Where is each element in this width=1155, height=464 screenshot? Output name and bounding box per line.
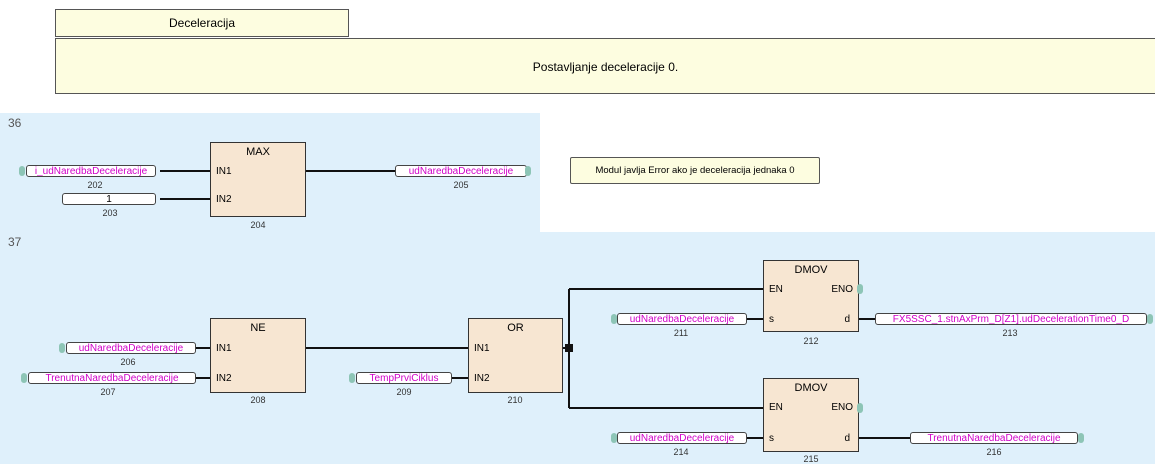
connector-dot <box>19 166 25 176</box>
element-number: 211 <box>673 328 689 338</box>
function-block-max[interactable]: MAX IN1 IN2 <box>210 142 306 217</box>
pin-label: IN2 <box>216 373 232 384</box>
pin-label: s <box>769 314 774 325</box>
connector-dot <box>611 433 617 443</box>
pin-label: IN2 <box>474 373 490 384</box>
function-block-or[interactable]: OR IN1 IN2 <box>468 318 563 393</box>
pin-label: IN1 <box>216 166 232 177</box>
element-number: 212 <box>803 336 819 346</box>
variable-output[interactable]: FX5SSC_1.stnAxPrm_D[Z1].udDecelerationTi… <box>875 313 1147 325</box>
element-number: 204 <box>250 220 266 230</box>
variable-output[interactable]: TrenutnaNaredbaDeceleracije <box>910 432 1078 444</box>
rung-number-37: 37 <box>8 235 22 249</box>
variable-input[interactable]: udNaredbaDeceleracije <box>66 342 196 354</box>
connector-dot <box>1147 314 1153 324</box>
block-name: DMOV <box>794 382 828 394</box>
connector-dot <box>857 403 863 413</box>
element-number: 207 <box>100 387 116 397</box>
variable-input[interactable]: udNaredbaDeceleracije <box>617 313 747 325</box>
pin-label: ENO <box>831 284 853 295</box>
variable-input[interactable]: TempPrviCiklus <box>356 372 452 384</box>
element-number: 214 <box>673 447 689 457</box>
block-name: OR <box>507 322 524 334</box>
rung-number-36: 36 <box>8 116 22 130</box>
block-name: MAX <box>246 146 270 158</box>
section-comment[interactable]: Postavljanje deceleracije 0. <box>55 38 1155 94</box>
pin-label: EN <box>769 284 783 295</box>
element-number: 215 <box>803 454 819 464</box>
element-number: 216 <box>986 447 1002 457</box>
pin-label: d <box>844 314 850 325</box>
element-number: 205 <box>453 180 469 190</box>
element-number: 206 <box>120 357 136 367</box>
connector-dot <box>857 284 863 294</box>
connector-dot <box>611 314 617 324</box>
element-number: 203 <box>102 208 118 218</box>
variable-input[interactable]: TrenutnaNaredbaDeceleracije <box>28 372 196 384</box>
pin-label: EN <box>769 402 783 413</box>
pin-label: d <box>844 433 850 444</box>
element-number: 208 <box>250 395 266 405</box>
block-name: NE <box>250 322 266 334</box>
pin-label: s <box>769 433 774 444</box>
section-title[interactable]: Deceleracija <box>55 9 349 37</box>
pin-label: ENO <box>831 402 853 413</box>
pin-label: IN1 <box>216 343 232 354</box>
connector-dot <box>1078 433 1084 443</box>
block-name: DMOV <box>794 264 828 276</box>
connector-dot <box>59 343 65 353</box>
element-number: 213 <box>1002 328 1018 338</box>
variable-input[interactable]: udNaredbaDeceleracije <box>617 432 747 444</box>
element-number: 202 <box>87 180 103 190</box>
pin-label: IN1 <box>474 343 490 354</box>
function-block-dmov[interactable]: DMOV EN ENO s d <box>763 260 859 332</box>
rung-comment-note[interactable]: Modul javlja Error ako je deceleracija j… <box>570 157 820 184</box>
function-block-dmov[interactable]: DMOV EN ENO s d <box>763 378 859 452</box>
element-number: 210 <box>507 395 523 405</box>
pin-label: IN2 <box>216 194 232 205</box>
constant-input[interactable]: 1 <box>62 193 156 205</box>
variable-output[interactable]: udNaredbaDeceleracije <box>395 165 527 177</box>
connector-dot <box>349 373 355 383</box>
connector-dot <box>525 166 531 176</box>
element-number: 209 <box>396 387 412 397</box>
connector-dot <box>21 373 27 383</box>
variable-input[interactable]: i_udNaredbaDeceleracije <box>26 165 156 177</box>
function-block-ne[interactable]: NE IN1 IN2 <box>210 318 306 393</box>
